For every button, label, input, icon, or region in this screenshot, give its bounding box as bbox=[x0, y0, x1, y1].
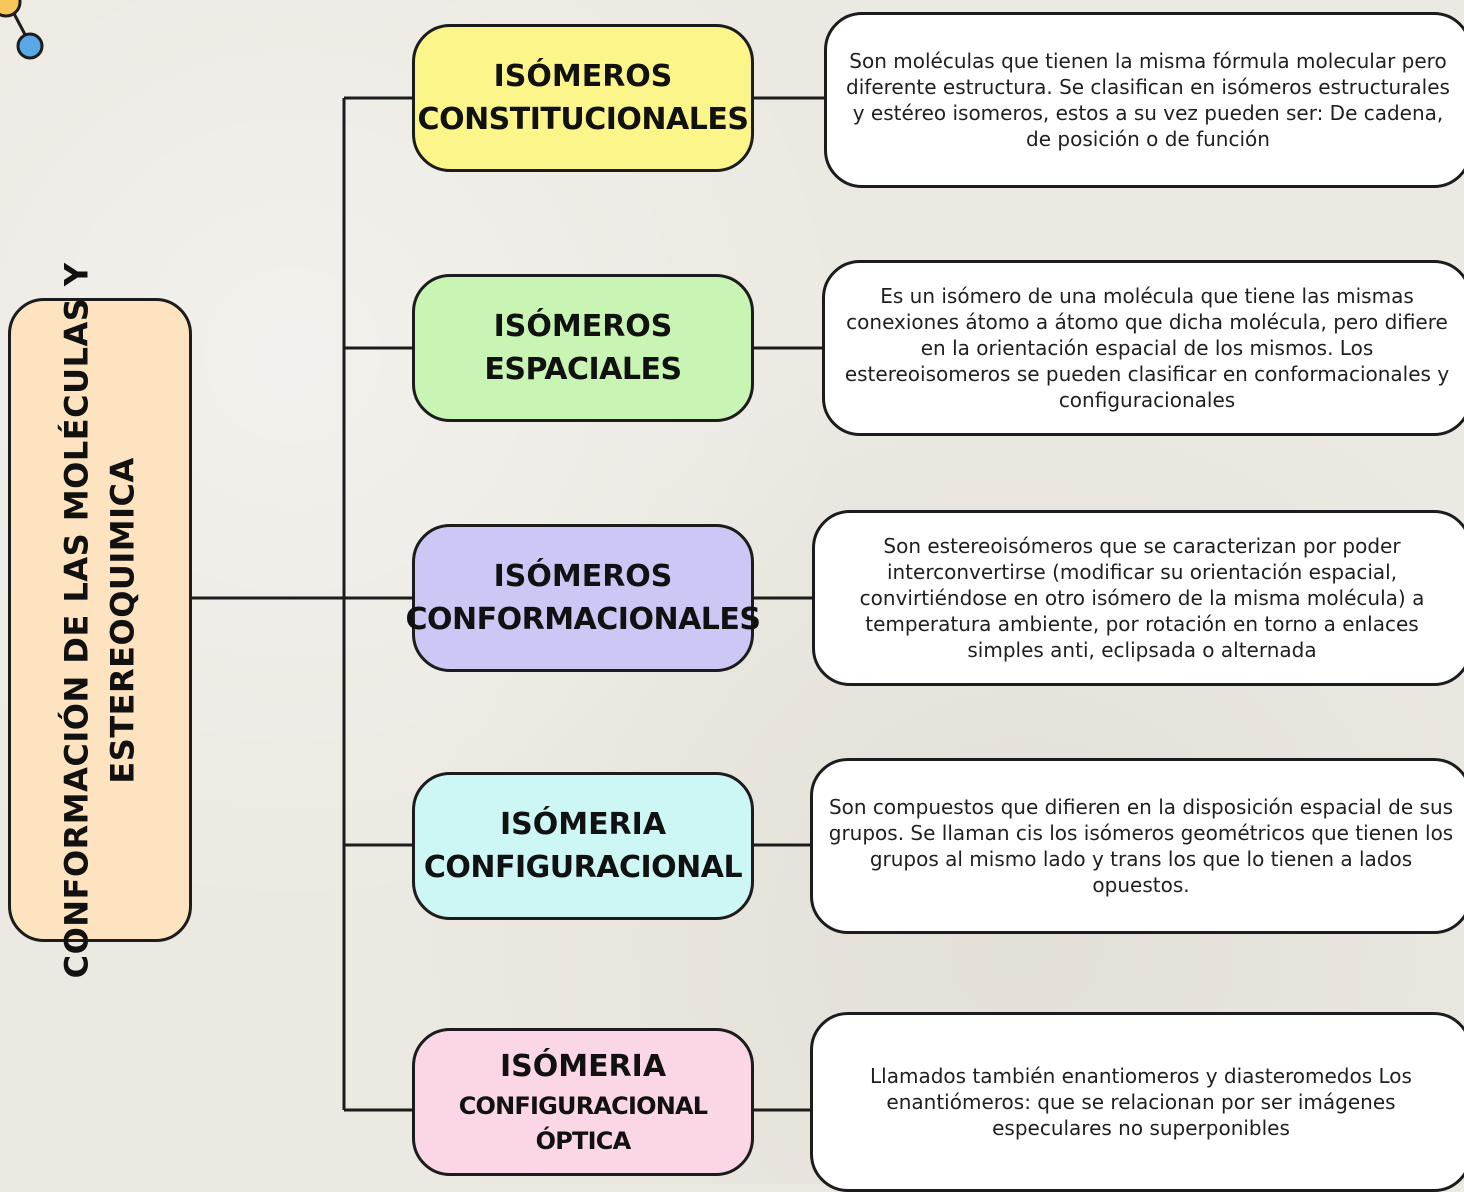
description-node-conformacionales: Son estereoisómeros que se caracterizan … bbox=[812, 510, 1464, 686]
category-node-espaciales: ISÓMEROS ESPACIALES bbox=[412, 274, 754, 422]
category-title-line2: CONSTITUCIONALES bbox=[417, 102, 749, 137]
molecule-icon bbox=[0, 0, 44, 60]
description-text: Es un isómero de una molécula que tiene … bbox=[844, 284, 1450, 412]
category-node-conformacionales: ISÓMEROS CONFORMACIONALES bbox=[405, 524, 761, 672]
category-title-line1: ISÓMERIA bbox=[499, 806, 667, 842]
description-node-configuracional: Son compuestos que difieren en la dispos… bbox=[810, 758, 1464, 934]
description-node-espaciales: Es un isómero de una molécula que tiene … bbox=[822, 260, 1464, 436]
category-title-line2: ESPACIALES bbox=[484, 352, 682, 387]
root-node: CONFORMACIÓN DE LAS MOLÉCULAS Y ESTEREOQ… bbox=[8, 262, 192, 978]
description-text: Son compuestos que difieren en la dispos… bbox=[828, 795, 1454, 897]
description-text: Son estereoisómeros que se caracterizan … bbox=[859, 534, 1425, 662]
category-node-constitucionales: ISÓMEROS CONSTITUCIONALES bbox=[412, 24, 754, 172]
root-title-line2: ESTEREOQUIMICA bbox=[104, 456, 143, 784]
description-node-constitucionales: Son moléculas que tienen la misma fórmul… bbox=[824, 12, 1464, 188]
category-node-optica: ISÓMERIA CONFIGURACIONAL ÓPTICA bbox=[412, 1028, 754, 1176]
category-title-line2: CONFORMACIONALES bbox=[405, 602, 761, 637]
category-title-line1: ISÓMEROS bbox=[493, 58, 673, 94]
category-node-configuracional: ISÓMERIA CONFIGURACIONAL bbox=[412, 772, 754, 920]
root-title-line1: CONFORMACIÓN DE LAS MOLÉCULAS Y bbox=[57, 262, 96, 978]
root-title: CONFORMACIÓN DE LAS MOLÉCULAS Y ESTEREOQ… bbox=[54, 262, 147, 978]
description-text: Son moléculas que tienen la misma fórmul… bbox=[846, 49, 1450, 151]
category-title-line1: ISÓMEROS bbox=[493, 558, 673, 594]
description-node-optica: Llamados también enantiomeros y diastero… bbox=[810, 1012, 1464, 1192]
category-title-line2: CONFIGURACIONAL bbox=[423, 850, 743, 885]
category-title-line1: ISÓMEROS bbox=[493, 308, 673, 344]
description-text: Llamados también enantiomeros y diastero… bbox=[870, 1064, 1412, 1140]
category-title-line2: CONFIGURACIONAL ÓPTICA bbox=[458, 1091, 708, 1155]
category-title-line1: ISÓMERIA bbox=[499, 1049, 667, 1085]
